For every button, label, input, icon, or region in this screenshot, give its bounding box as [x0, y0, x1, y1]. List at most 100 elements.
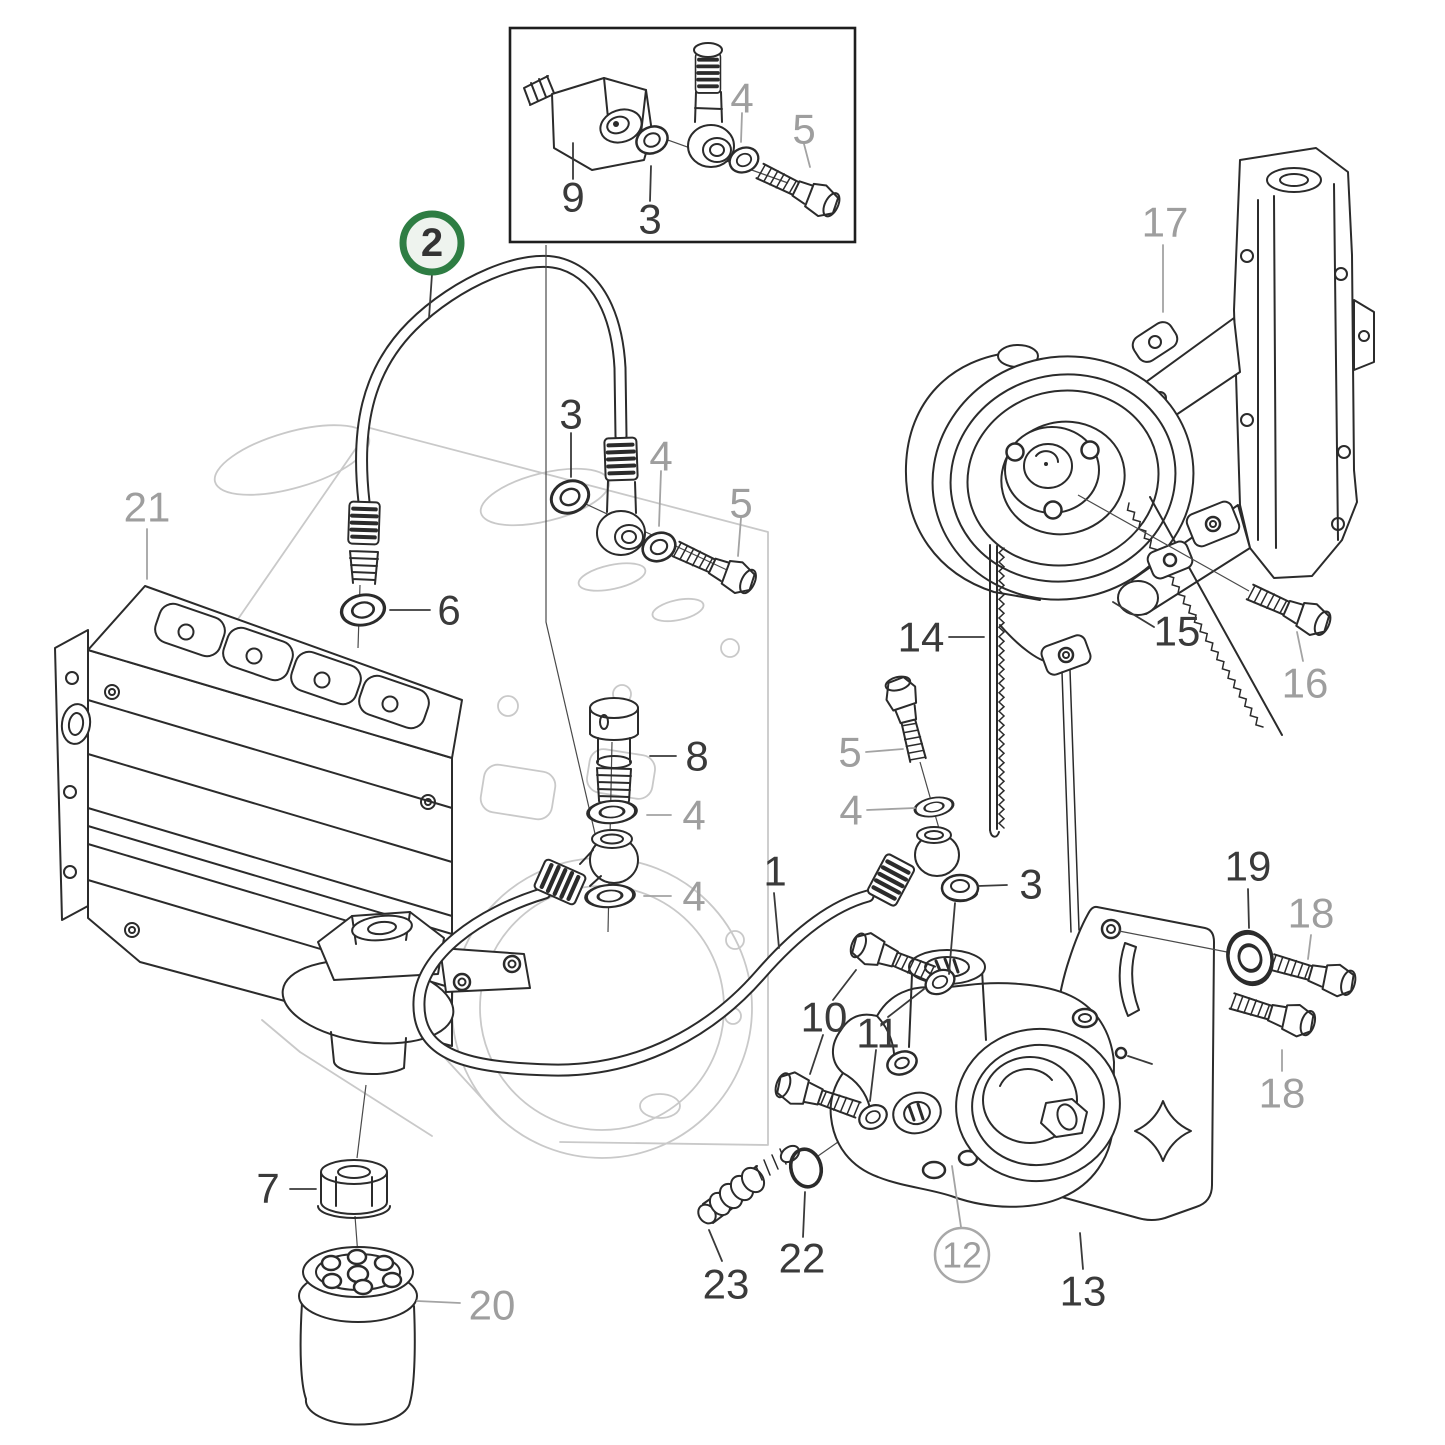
callout-15: 15 — [1154, 608, 1201, 655]
callout-16: 16 — [1282, 660, 1329, 707]
callout-2-circled: 2 — [399, 210, 465, 276]
hose2-banjo-stack — [544, 437, 762, 600]
callout-label-17: 17 — [1142, 199, 1189, 246]
callout-label-13: 13 — [1060, 1268, 1107, 1315]
callout-label-4-banjo-lower: 4 — [682, 873, 705, 920]
callout-label-4-banjo-upper: 4 — [682, 792, 705, 839]
callout-label-5-hose2: 5 — [729, 480, 752, 527]
hose1-right-end — [867, 672, 980, 907]
oil-cooler-assembly — [54, 585, 531, 1076]
callout-label-18-lower: 18 — [1259, 1070, 1306, 1117]
callout-label-16: 16 — [1282, 660, 1329, 707]
callout-label-9: 9 — [561, 174, 584, 221]
callout-4-banjo-lower: 4 — [682, 873, 705, 920]
callout-label-10: 10 — [801, 994, 848, 1041]
callout-label-7: 7 — [256, 1165, 279, 1212]
callout-label-8: 8 — [685, 733, 708, 780]
hose-1 — [412, 886, 875, 1077]
callout-label-14: 14 — [898, 614, 945, 661]
callout-13: 13 — [1060, 1268, 1107, 1315]
gray-callout-circle — [933, 1226, 991, 1284]
pulley-15 — [931, 355, 1195, 601]
callout-14: 14 — [898, 614, 945, 661]
banjo-elbow-inset — [687, 42, 735, 168]
green-callout-circle — [399, 210, 465, 276]
callout-4-inset: 4 — [730, 75, 753, 122]
callout-3-hose2: 3 — [559, 391, 582, 438]
barb-fitting-23 — [697, 1144, 801, 1225]
callout-label-4-pump: 4 — [839, 787, 862, 834]
callout-3-pump: 3 — [1019, 861, 1042, 908]
callout-label-22: 22 — [779, 1235, 826, 1282]
callout-1: 1 — [763, 848, 786, 895]
callout-label-15: 15 — [1154, 608, 1201, 655]
belt-14 — [989, 496, 1283, 933]
callout-3-inset: 3 — [638, 196, 661, 243]
callout-9: 9 — [561, 174, 584, 221]
callout-5-inset: 5 — [792, 106, 815, 153]
o-ring-22 — [788, 1147, 824, 1189]
callout-18-lower: 18 — [1259, 1070, 1306, 1117]
leader-lines-gray — [146, 112, 1312, 1304]
callout-label-5-pump: 5 — [838, 729, 861, 776]
callout-label-4-inset: 4 — [730, 75, 753, 122]
hose1-left-end — [533, 797, 639, 911]
oil-filter-20 — [298, 1246, 418, 1426]
callout-17: 17 — [1142, 199, 1189, 246]
pulley-hex-plug — [1040, 1098, 1088, 1138]
bolt-18 — [1226, 984, 1320, 1042]
bolt-18 — [1266, 945, 1360, 1001]
callout-label-3-inset: 3 — [638, 196, 661, 243]
callout-label-20: 20 — [469, 1282, 516, 1329]
banjo-bolt-5 — [668, 533, 762, 600]
cooler-rib — [154, 602, 226, 658]
callout-label-21: 21 — [124, 484, 171, 531]
callout-label-3-pump: 3 — [1019, 861, 1042, 908]
washer-6 — [337, 589, 389, 631]
callout-label-4-hose2: 4 — [649, 433, 672, 480]
cooler-rib — [222, 626, 294, 682]
callout-12-circled: 12 — [933, 1226, 991, 1284]
callout-label-5-inset: 5 — [792, 106, 815, 153]
callout-label-18-upper: 18 — [1288, 890, 1335, 937]
callout-18-upper: 18 — [1288, 890, 1335, 937]
callout-22: 22 — [779, 1235, 826, 1282]
banjo-8-stack — [589, 697, 639, 807]
x-cutout — [1134, 1100, 1192, 1162]
callout-8: 8 — [685, 733, 708, 780]
callout-label-6: 6 — [437, 587, 460, 634]
callout-19: 19 — [1225, 843, 1272, 890]
callout-5-hose2: 5 — [729, 480, 752, 527]
washer-4 — [912, 793, 956, 821]
callout-label-12-circled: 12 — [942, 1235, 982, 1276]
callout-label-11: 11 — [856, 1010, 900, 1057]
hose2-engine-fitting — [337, 499, 389, 631]
washer-4 — [585, 797, 639, 827]
callout-20: 20 — [469, 1282, 516, 1329]
washer-19 — [1221, 927, 1278, 990]
callout-23: 23 — [703, 1261, 750, 1308]
callout-label-19: 19 — [1225, 843, 1272, 890]
callout-label-3-hose2: 3 — [559, 391, 582, 438]
cooler-rib — [290, 650, 362, 706]
inset-detail-box — [508, 26, 857, 244]
bolt-16 — [1242, 576, 1336, 642]
callout-5-pump: 5 — [838, 729, 861, 776]
curved-slot — [1118, 942, 1140, 1017]
callout-label-2-circled: 2 — [421, 221, 443, 265]
callout-4-banjo-upper: 4 — [682, 792, 705, 839]
hose-2 — [355, 254, 628, 509]
callout-10: 10 — [801, 994, 848, 1041]
cooler-rib — [358, 674, 430, 730]
bolt-8 — [589, 697, 639, 719]
filter-head — [281, 911, 531, 1076]
callout-6: 6 — [437, 587, 460, 634]
callout-label-23: 23 — [703, 1261, 750, 1308]
leader-lines-black — [289, 142, 1250, 1270]
callout-11: 11 — [856, 1010, 900, 1057]
callout-4-hose2: 4 — [649, 433, 672, 480]
callout-21: 21 — [124, 484, 171, 531]
washer-3 — [544, 473, 596, 521]
